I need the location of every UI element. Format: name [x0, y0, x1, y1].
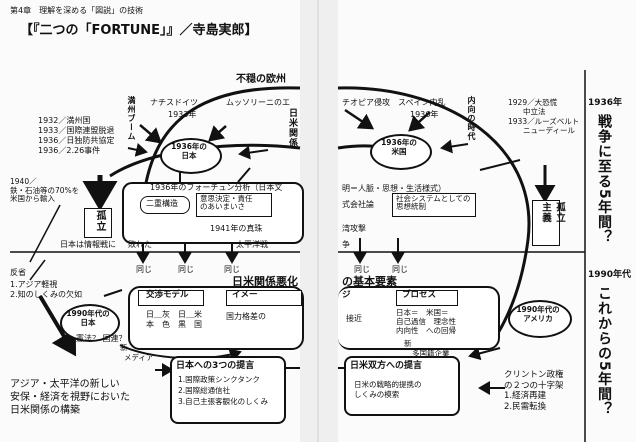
- japan-1936-node: [160, 138, 222, 174]
- joint-proposal-text: 日米の戦略的提携の しくみの模索: [354, 380, 422, 400]
- page-title: 【『二つの「FORTUNE」』／寺島実郎】: [20, 23, 258, 38]
- lost-text: 敗れた: [128, 240, 152, 249]
- new-label: 新: [404, 339, 412, 348]
- fortune-analysis-title: 1936年のフォーチュン分析（日本文: [150, 183, 283, 192]
- same-label: 同じ: [392, 265, 408, 274]
- multinational: 多国籍企業: [412, 349, 450, 358]
- process-label: プロセス: [402, 290, 437, 300]
- corporate-theory: 式会社論: [342, 200, 374, 209]
- clinton-crosses: クリントン政権 の２つの十字架 1.経済再建 2.民需転換: [504, 370, 564, 412]
- same-label: 同じ: [354, 265, 370, 274]
- basic-elements: の基本要素: [342, 275, 397, 288]
- social-system: 社会システムとしての 思想統制: [396, 194, 471, 212]
- us-1936-node: [370, 134, 432, 170]
- events-list: 1932／満州国 1933／国際連盟脱退 1936／日独防共協定 1936／2.…: [38, 116, 114, 156]
- event-item: 1936／2.26事件: [38, 146, 101, 155]
- dual-structure: 二重構造: [146, 199, 178, 208]
- us-1990-node: [508, 300, 572, 338]
- ethiopia-invasion: チオピア侵攻: [342, 98, 390, 107]
- unrest-europe-heading: 不穏の欧州: [236, 74, 286, 85]
- japan-1936-label: 1936年の 日本: [171, 142, 207, 160]
- japan-1990-label: 1990年代の 日本: [66, 309, 110, 327]
- power-gap: 国力格差の: [226, 312, 266, 321]
- proposal-list: 1.国際政策シンクタンク 2.国際総通信社 3.自己主張客観化のしくみ: [178, 375, 268, 408]
- same-label: 同じ: [136, 265, 152, 274]
- joint-proposal-panel: [344, 356, 460, 416]
- chapter-running-head: 第4章 理解を深める「図説」の技術: [10, 6, 144, 15]
- side-label-1990: 1990年代: [588, 270, 632, 280]
- event-item: 1936／日独防共協定: [38, 136, 115, 145]
- media-label: メディア: [124, 353, 154, 362]
- new-label: 新: [120, 343, 128, 352]
- asia-pacific-goal: アジア・太平洋の新しい 安保・経済を視野においた 日米関係の構築: [10, 379, 130, 416]
- isolation-label: 孤立: [94, 210, 105, 232]
- constitution-question: 憲法？ 国連？: [76, 334, 127, 343]
- attack-label: 湾攻撃: [342, 224, 366, 233]
- isolation-box: [84, 208, 112, 238]
- japan-us-relations: 日米関係: [287, 108, 297, 148]
- us-events: 1929／大恐慌 中立法 1933／ルーズベルト ニューディール: [508, 98, 580, 136]
- three-proposals-panel: [170, 356, 286, 424]
- social-system-box: [392, 193, 476, 217]
- us-1936-label: 1936年の 米国: [381, 138, 417, 156]
- process-box: [396, 290, 458, 306]
- negotiation-model-box: [138, 290, 204, 306]
- image-box: [226, 290, 302, 306]
- isolationism-box: [532, 200, 560, 246]
- mussolini: ムッソリーニのエ: [226, 98, 290, 107]
- proposal-item: 3.自己主張客観化のしくみ: [178, 396, 268, 406]
- deterioration-label: 日米関係悪化: [232, 275, 298, 288]
- spain-year: 1936年: [410, 110, 439, 119]
- japan-1990-node: [60, 304, 120, 342]
- three-proposals-title: 日本への3つの提言: [176, 361, 255, 371]
- us-1990-label: 1990年代の アメリカ: [516, 305, 560, 323]
- war-label: 争: [342, 240, 350, 249]
- image-suffix: ジ: [342, 290, 351, 300]
- inward-era: 内向の時代: [467, 96, 476, 141]
- dual-structure-box: [140, 196, 190, 214]
- approach: 接近: [346, 314, 362, 323]
- event-item: 1932／満州国: [38, 116, 91, 125]
- joint-proposal-title: 日米双方への提言: [350, 361, 423, 371]
- jp-us-grid: 日＿灰 日＿米 本 色 黒 国: [146, 310, 202, 329]
- proposal-item: 2.国際総通信社: [178, 385, 231, 395]
- proposal-item: 1.国際政策シンクタンク: [178, 375, 260, 384]
- negotiation-model: 交渉モデル: [146, 290, 189, 300]
- nazi-germany: ナチスドイツ: [150, 98, 198, 107]
- side-title-1936: 戦争に至る5年間？: [596, 114, 612, 245]
- info-war-text: 日本は情報戦に: [60, 240, 116, 249]
- same-label: 同じ: [178, 265, 194, 274]
- will-box: [196, 193, 272, 217]
- people-ideas: 明＝人脈・思想・生活様式）: [342, 184, 446, 193]
- reflection-title: 反省: [10, 268, 26, 277]
- side-title-1990: これからの5年間？: [596, 286, 612, 417]
- side-label-1936: 1936年: [588, 98, 623, 108]
- oil-import-note: 1940／ 鉄・石油等の70%を 米国から輸入: [10, 177, 80, 204]
- pearl-harbor: 1941年の真珠: [210, 224, 263, 233]
- image-label: イメー: [232, 290, 258, 300]
- isolationism: 孤立 主義: [540, 202, 565, 223]
- event-item: 1933／国際連盟脱退: [38, 126, 115, 135]
- pacific-war: 太平洋戦: [236, 240, 268, 249]
- process-grid: 日本＝ 米国＝ 自己過信 理念性 内向性 への回帰: [396, 308, 456, 335]
- spanish-civil-war: スペイン内乱: [398, 98, 446, 107]
- same-label: 同じ: [224, 265, 240, 274]
- reflection-items: 1.アジア軽視 2.知のしくみの欠如: [10, 280, 82, 299]
- will-label: 意思決定・責任 のあいまいさ: [200, 194, 253, 212]
- manchu-boom: 満州ブーム: [127, 96, 136, 141]
- nazi-year: 1933年: [168, 110, 197, 119]
